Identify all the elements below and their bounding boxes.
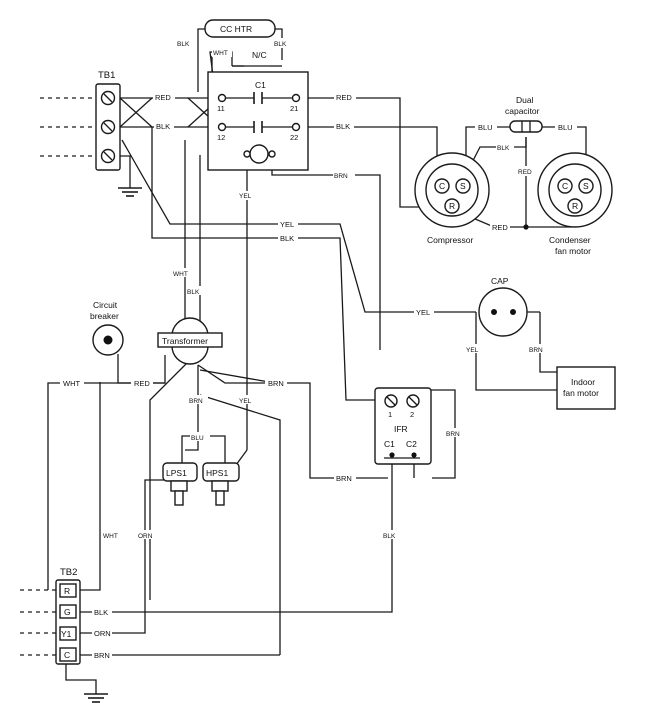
wire-label-yel-coil: YEL	[239, 193, 252, 200]
wire-label-red-motors: RED	[492, 223, 508, 232]
dual-cap-line1: Dual	[516, 95, 534, 105]
compressor-c-terminal: C	[439, 181, 445, 191]
wire-label-yel-fan: YEL	[466, 347, 479, 354]
condenser-fan-motor: C S R Condenser fan motor	[537, 152, 613, 256]
condenser-s-terminal: S	[583, 181, 589, 191]
ifr-label: IFR	[394, 424, 408, 434]
wire-label-wht-transformer: WHT	[173, 271, 188, 278]
wire-label-blk-cap: BLK	[497, 145, 510, 152]
wire-labels: RED BLK RED BLK BRN YEL YEL BLK BLU BLU …	[60, 92, 577, 660]
indoor-fan-capacitor: CAP	[478, 276, 528, 337]
wire-label-blk-tb1: BLK	[156, 122, 170, 131]
condenser-c-terminal: C	[562, 181, 568, 191]
wire-label-blk-22: BLK	[336, 122, 350, 131]
wire-label-wht-breaker: WHT	[63, 379, 80, 388]
cap-label: CAP	[491, 276, 509, 286]
wire-label-blk-transformer: BLK	[187, 289, 200, 296]
wire-label-yel-down: YEL	[239, 398, 252, 405]
tb2-terminal-y1: Y1	[61, 629, 72, 639]
ifr-terminal-1: 1	[388, 410, 392, 419]
breaker-label-line1: Circuit	[93, 300, 118, 310]
wire-label-blu-right: BLU	[558, 123, 573, 132]
lps-label: LPS1	[166, 468, 187, 478]
contactor-coil-icon	[243, 144, 276, 164]
ifr-terminal-2: 2	[410, 410, 414, 419]
wire-label-brn-down: BRN	[189, 398, 203, 405]
terminal-21: 21	[290, 104, 298, 113]
tb2-terminal-r: R	[64, 586, 70, 596]
indoor-fan-line2: fan motor	[563, 388, 599, 398]
circuit-breaker: Circuit breaker	[90, 300, 124, 356]
dual-capacitor: Dual capacitor	[505, 95, 543, 133]
wire-label-blu-lps: BLU	[191, 435, 204, 442]
indoor-fan-line1: Indoor	[571, 377, 595, 387]
tb2-title: TB2	[60, 567, 77, 578]
ifr-c1-label: C1	[384, 439, 395, 449]
wire-label-brn-ifr: BRN	[446, 431, 460, 438]
compressor: C S R Compressor	[414, 152, 490, 245]
terminal-block-tb1: TB1	[95, 70, 121, 171]
terminal-12: 12	[217, 133, 225, 142]
wire-label-orn-tb2: ORN	[138, 533, 153, 540]
wire-label-blk-ifr: BLK	[383, 533, 396, 540]
nc-label: N/C	[252, 50, 267, 60]
wire-label-orn-y1: ORN	[94, 629, 111, 638]
low-pressure-switch: LPS1	[162, 462, 198, 506]
wire-label-red-cap: RED	[518, 169, 532, 176]
wire-label-yel-cap: YEL	[416, 308, 430, 317]
indoor-fan-motor: Indoor fan motor	[556, 366, 616, 410]
cc-htr-left-wire: BLK	[177, 41, 190, 48]
nc-wire-label: WHT	[213, 50, 228, 57]
wire-label-brn-ifr-c2: BRN	[336, 474, 352, 483]
high-pressure-switch: HPS1	[202, 462, 240, 506]
transformer: Transformer	[157, 317, 223, 365]
wire-label-brn-fan: BRN	[529, 347, 543, 354]
breaker-label-line2: breaker	[90, 311, 119, 321]
condenser-label-line1: Condenser	[549, 235, 591, 245]
terminal-block-tb2: TB2 R G Y1 C	[55, 567, 81, 665]
wire-label-red-21: RED	[336, 93, 352, 102]
wire-label-blu-left: BLU	[478, 123, 493, 132]
wire-label-blk-g: BLK	[94, 608, 108, 617]
cc-htr-right-wire: BLK	[274, 41, 287, 48]
wire-label-red-tb1: RED	[155, 93, 171, 102]
wire-label-blk-long: BLK	[280, 234, 294, 243]
transformer-label: Transformer	[162, 336, 208, 346]
terminal-11: 11	[217, 104, 225, 113]
dual-cap-line2: capacitor	[505, 106, 540, 116]
cc-htr-label: CC HTR	[220, 24, 252, 34]
wire-label-brn-c: BRN	[94, 651, 110, 660]
wire-label-brn-transformer: BRN	[268, 379, 284, 388]
tb1-title: TB1	[98, 70, 115, 81]
contactor-label: C1	[255, 80, 266, 90]
wire-label-brn-coil: BRN	[334, 173, 348, 180]
hps-label: HPS1	[206, 468, 228, 478]
wire-label-wht-tb2: WHT	[103, 533, 118, 540]
screw-terminal-icon	[100, 90, 116, 164]
compressor-label: Compressor	[427, 235, 473, 245]
tb2-terminal-c: C	[64, 650, 70, 660]
indoor-fan-relay: 1 2 IFR C1 C2	[374, 387, 432, 465]
wire-label-red-breaker: RED	[134, 379, 150, 388]
wire-label-yel-long: YEL	[280, 220, 294, 229]
ifr-c2-label: C2	[406, 439, 417, 449]
crankcase-heater: CC HTR BLK BLK	[176, 19, 293, 48]
contactor-c1: WHT N/C C1 11 12 21 22	[207, 48, 309, 171]
compressor-s-terminal: S	[460, 181, 466, 191]
compressor-r-terminal: R	[449, 201, 455, 211]
terminal-22: 22	[290, 133, 298, 142]
condenser-r-terminal: R	[572, 201, 578, 211]
tb2-terminal-g: G	[64, 607, 71, 617]
condenser-label-line2: fan motor	[555, 246, 591, 256]
breaker-dot-icon	[103, 335, 113, 345]
